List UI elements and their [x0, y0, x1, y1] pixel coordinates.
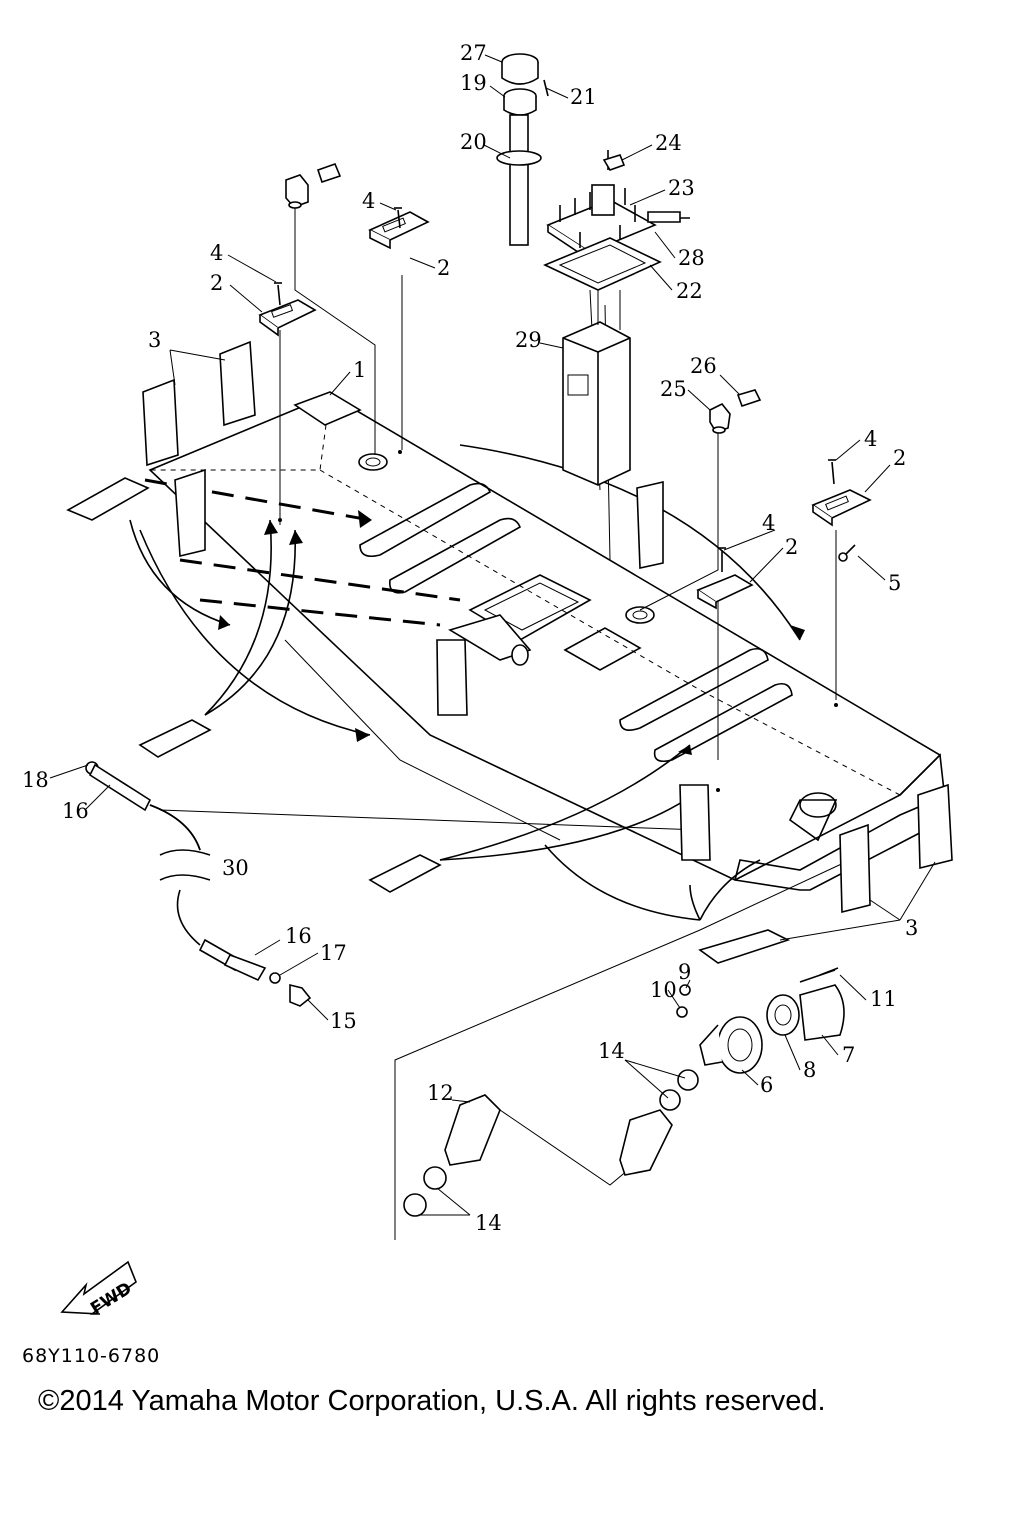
callout-leaders: [49, 54, 936, 1216]
vent-hose: [85, 761, 312, 1007]
callout-17: 17: [320, 941, 347, 965]
callout-15: 15: [330, 1009, 357, 1033]
fuel-tank: [148, 394, 946, 891]
callout-3: 3: [905, 916, 918, 940]
callout-20: 20: [460, 130, 487, 154]
filters: [285, 162, 762, 434]
callout-6: 6: [760, 1073, 773, 1097]
fuel-sender-assembly: [496, 53, 690, 486]
fwd-arrow-icon: FWD: [60, 1260, 137, 1319]
callout-10: 10: [650, 978, 677, 1002]
callout-2: 2: [785, 535, 798, 559]
callout-3: 3: [148, 328, 161, 352]
callout-4: 4: [762, 511, 775, 535]
rubber-pads: [66, 340, 953, 964]
callout-5: 5: [888, 571, 901, 595]
callout-24: 24: [655, 131, 682, 155]
diagram-code: 68Y110-6780: [22, 1345, 160, 1367]
callout-4: 4: [210, 241, 223, 265]
callout-14: 14: [475, 1211, 502, 1235]
callout-1: 1: [353, 358, 366, 382]
callout-26: 26: [690, 354, 717, 378]
callout-16: 16: [285, 924, 312, 948]
callout-4: 4: [864, 427, 877, 451]
callout-11: 11: [870, 987, 897, 1011]
callout-30: 30: [222, 856, 249, 880]
callout-2: 2: [210, 271, 223, 295]
callout-12: 12: [427, 1081, 454, 1105]
callout-27: 27: [460, 41, 487, 65]
placement-arrows: [129, 444, 805, 921]
callout-14: 14: [598, 1039, 625, 1063]
brackets: [258, 207, 872, 610]
callout-2: 2: [893, 446, 906, 470]
callout-8: 8: [803, 1058, 816, 1082]
callout-2: 2: [437, 256, 450, 280]
callout-29: 29: [515, 328, 542, 352]
callout-21: 21: [570, 85, 597, 109]
callout-9: 9: [678, 960, 691, 984]
callout-18: 18: [22, 768, 49, 792]
callout-28: 28: [678, 246, 705, 270]
callout-labels: 1 2 2 2 2 3 3 4 4 4 4 5 6 7 8 9 10 11 12…: [22, 41, 918, 1235]
filler-neck-parts: [403, 967, 845, 1217]
callout-25: 25: [660, 377, 687, 401]
callout-7: 7: [842, 1043, 855, 1067]
callout-19: 19: [460, 71, 487, 95]
callout-4: 4: [362, 189, 375, 213]
callout-16: 16: [62, 799, 89, 823]
copyright-notice: ©2014 Yamaha Motor Corporation, U.S.A. A…: [38, 1385, 826, 1417]
leader-lines: [159, 205, 851, 1240]
callout-22: 22: [676, 279, 703, 303]
callout-23: 23: [668, 176, 695, 200]
